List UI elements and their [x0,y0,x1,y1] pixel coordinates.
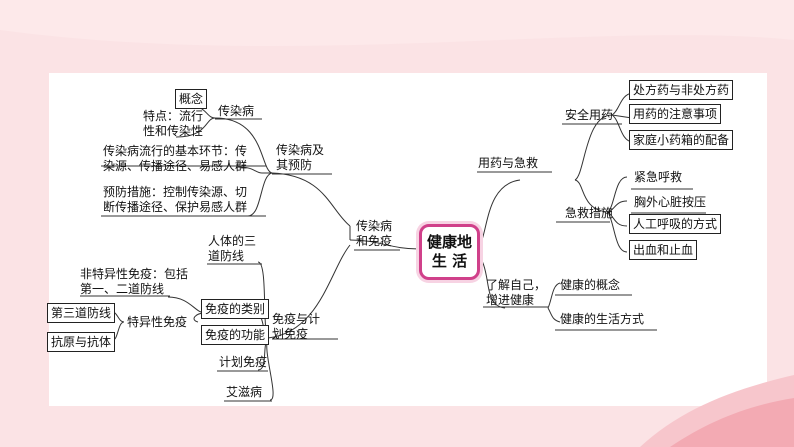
node-third-line: 第三道防线 [47,303,116,323]
center-node: 健康地 生 活 [419,224,480,280]
node-immune-function: 免疫的功能 [201,325,270,345]
node-immunity-1: 免疫与计 [272,312,321,326]
node-three-lines-2: 道防线 [208,249,245,263]
node-know-self-1: 了解自己， [486,278,547,292]
node-prevention-2: 其预防 [276,158,313,172]
node-medicine-first-aid: 用药与急救 [478,156,539,170]
node-safe-medication: 安全用药 [565,108,614,122]
node-concept: 概念 [175,89,208,109]
node-artificial-respiration: 人工呼吸的方式 [629,214,722,234]
node-links-2: 染源、传播途径、易感人群 [103,159,248,173]
node-emergency-call: 紧急呼救 [634,170,683,184]
node-prevention-1: 传染病及 [276,143,325,157]
node-infectious-disease: 传染病 [218,104,255,118]
center-line-1: 健康地 [426,233,472,251]
node-health-concept: 健康的概念 [560,278,621,292]
node-nonspecific-2: 第一、二道防线 [80,282,165,296]
corner-wave-decoration [640,375,794,447]
node-specific-immunity: 特异性免疫 [127,315,188,329]
node-immunity-2: 划免疫 [272,327,309,341]
node-features-2: 性和传染性 [143,124,204,138]
node-cpr: 胸外心脏按压 [634,195,707,209]
node-first-aid: 急救措施 [565,206,614,220]
node-lifestyle: 健康的生活方式 [560,312,645,326]
node-infection-immunity-2: 和免疫 [356,234,393,248]
node-home-kit: 家庭小药箱的配备 [629,130,734,150]
node-planned-immunity: 计划免疫 [219,355,268,369]
node-prescription: 处方药与非处方药 [629,80,734,100]
node-immune-types: 免疫的类别 [201,299,270,319]
diagram-card [49,73,767,406]
node-antigen-antibody: 抗原与抗体 [47,332,116,352]
node-bleeding: 出血和止血 [629,240,698,260]
node-three-lines-1: 人体的三 [208,234,257,248]
node-measures-2: 断传播途径、保护易感人群 [103,200,248,214]
node-infection-immunity-1: 传染病 [356,219,393,233]
node-precautions: 用药的注意事项 [629,104,722,124]
node-features-1: 特点：流行 [143,109,204,123]
center-line-2: 生 活 [431,252,468,270]
node-measures-1: 预防措施：控制传染源、切 [103,185,248,199]
node-know-self-2: 增进健康 [486,293,535,307]
node-links-1: 传染病流行的基本环节：传 [103,144,248,158]
node-nonspecific-1: 非特异性免疫：包括 [80,267,189,281]
node-aids: 艾滋病 [226,385,263,399]
